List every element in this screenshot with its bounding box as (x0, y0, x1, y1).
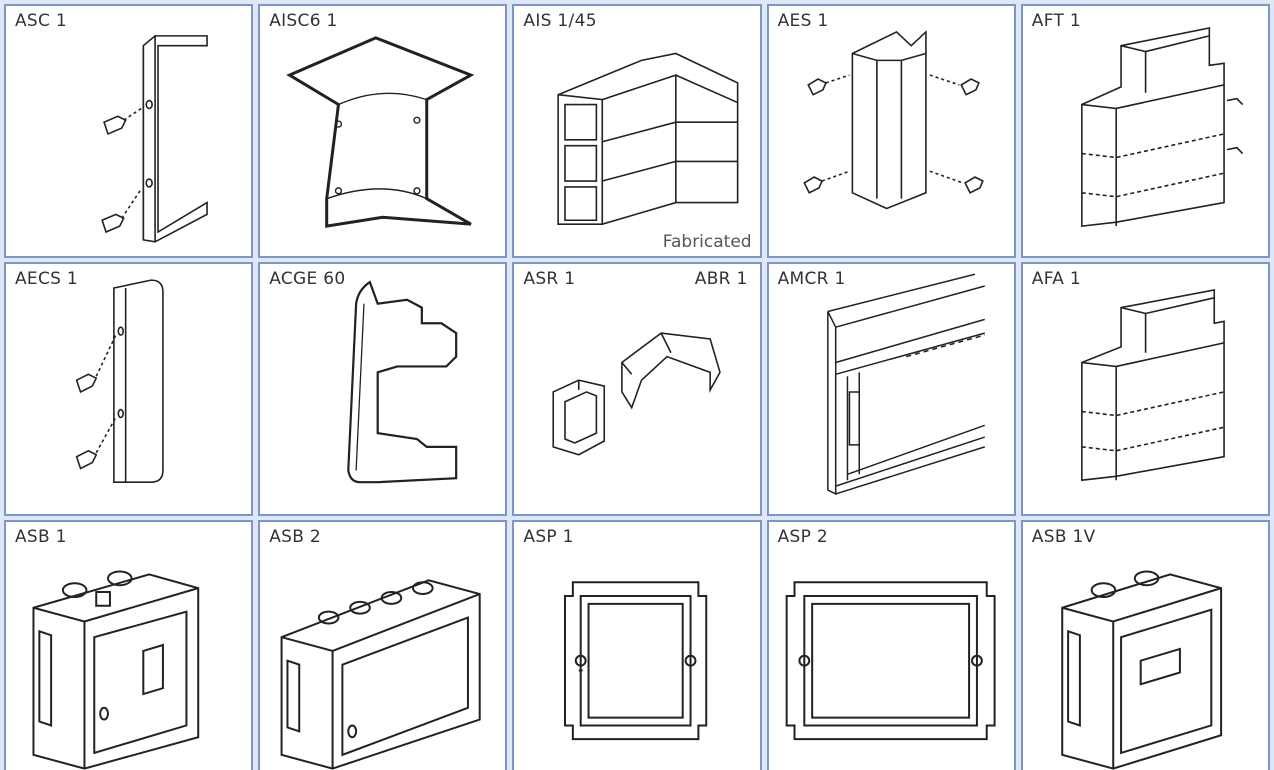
internal-coupler-icon (260, 6, 505, 256)
product-code: AMCR 1 (777, 269, 846, 289)
product-code-secondary: ABR 1 (694, 269, 748, 289)
double-socket-box-icon (260, 522, 505, 770)
product-tile-asc1[interactable]: ASC 1 (4, 4, 254, 258)
flat-angle-icon (1023, 264, 1268, 514)
double-socket-plate-icon (769, 522, 1014, 770)
product-tile-afa1[interactable]: AFA 1 (1020, 262, 1270, 516)
skirting-reducer-icon (514, 264, 759, 514)
product-code: ACGE 60 (269, 269, 346, 289)
single-socket-plate-icon (514, 522, 759, 770)
end-cap-icon (6, 264, 251, 514)
product-code: AES 1 (777, 11, 829, 31)
product-tile-asb1[interactable]: ASB 1 (4, 520, 254, 770)
product-code: AISC6 1 (269, 11, 338, 31)
single-socket-box-icon (6, 522, 251, 770)
fabricated-note: Fabricated (662, 232, 752, 252)
product-tile-asb2[interactable]: ASB 2 (258, 520, 508, 770)
internal-bend-45-icon (514, 6, 759, 256)
product-code: AECS 1 (15, 269, 79, 289)
product-code: ASR 1 (523, 269, 576, 289)
product-code: AFT 1 (1031, 11, 1082, 31)
product-tile-aft1[interactable]: AFT 1 (1020, 4, 1270, 258)
product-code: ASB 1V (1031, 527, 1096, 547)
product-code: ASP 1 (523, 527, 574, 547)
product-tile-aes1[interactable]: AES 1 (766, 4, 1016, 258)
product-tile-asp1[interactable]: ASP 1 (512, 520, 762, 770)
product-code: ASC 1 (15, 11, 68, 31)
product-tile-ais1-45[interactable]: AIS 1/45 Fabricated (512, 4, 762, 258)
product-code: ASB 1 (15, 527, 67, 547)
single-socket-box-vertical-icon (1023, 522, 1268, 770)
multi-compartment-trunking-icon (769, 264, 1014, 514)
product-tile-aisc6-1[interactable]: AISC6 1 (258, 4, 508, 258)
product-tile-asr1-abr1[interactable]: ASR 1 ABR 1 (512, 262, 762, 516)
flat-tee-icon (1023, 6, 1268, 256)
product-tile-asp2[interactable]: ASP 2 (766, 520, 1016, 770)
product-code: ASB 2 (269, 527, 321, 547)
product-tile-asb1v[interactable]: ASB 1V (1020, 520, 1270, 770)
straight-coupler-icon (6, 6, 251, 256)
product-tile-acge60[interactable]: ACGE 60 (258, 262, 508, 516)
product-code: AIS 1/45 (523, 11, 597, 31)
product-code: ASP 2 (777, 527, 828, 547)
product-tile-aecs1[interactable]: AECS 1 (4, 262, 254, 516)
product-tile-amcr1[interactable]: AMCR 1 (766, 262, 1016, 516)
product-code: AFA 1 (1031, 269, 1081, 289)
cover-edge-icon (260, 264, 505, 514)
external-angle-icon (769, 6, 1014, 256)
